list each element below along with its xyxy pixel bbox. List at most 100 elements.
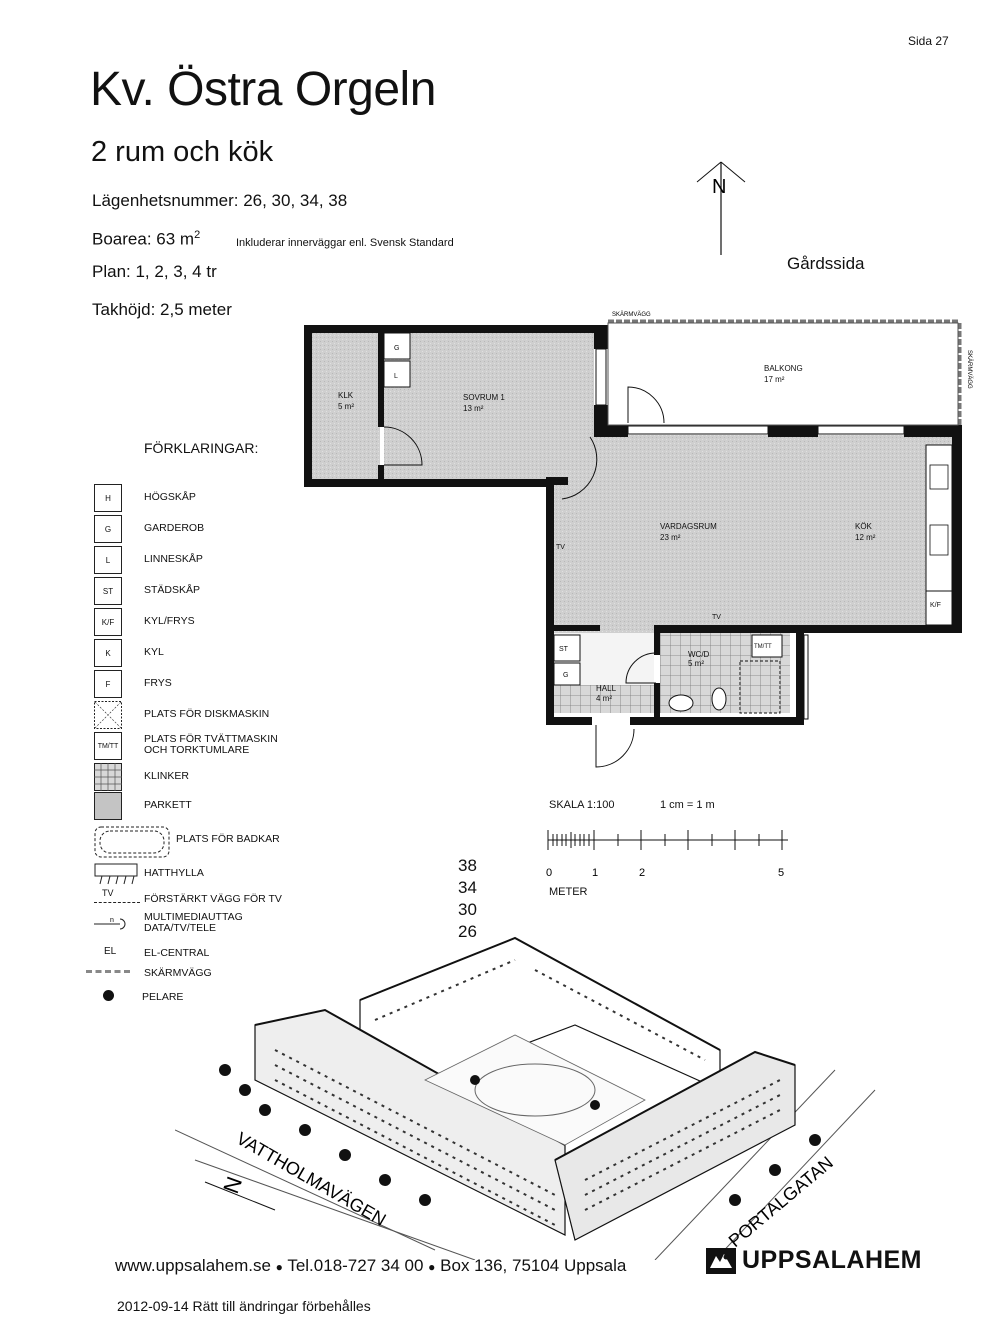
balcony-door xyxy=(627,386,665,424)
living-area: Boarea: 63 m2 xyxy=(92,229,200,250)
legend-label: MULTIMEDIAUTTAG DATA/TV/TELE xyxy=(144,912,243,934)
floor-number: 26 xyxy=(458,922,477,941)
logo-text: UPPSALAHEM xyxy=(742,1246,923,1274)
window-bedroom xyxy=(595,348,607,406)
legend-symbol: EL xyxy=(104,946,117,957)
street-label-east: PORTALGATAN xyxy=(725,1152,837,1251)
legend-item: PARKETT xyxy=(94,792,354,822)
legend-label: FRYS xyxy=(144,677,172,689)
tv-wall-symbol-icon xyxy=(94,902,140,903)
uppsalahem-lion-icon xyxy=(706,1247,736,1274)
street-edge xyxy=(194,1159,476,1260)
area-note: Inkluderar innerväggar enl. Svensk Stand… xyxy=(236,237,454,249)
legend-item: G GARDEROB xyxy=(94,515,354,545)
bathroom-label: WC/D xyxy=(688,650,710,659)
floor-number: 34 xyxy=(458,878,477,897)
wall-klk xyxy=(378,333,384,427)
phone-number: Tel.018-727 34 00 xyxy=(287,1256,424,1275)
separator-dot: ● xyxy=(428,1260,436,1274)
bathtub-symbol-icon xyxy=(94,826,170,858)
legend-label: HATTHYLLA xyxy=(144,867,204,879)
legend-item: TM/TT PLATS FÖR TVÄTTMASKIN OCH TORKTUML… xyxy=(94,732,354,762)
wall-living-north-a xyxy=(594,425,628,437)
living-area-value: Boarea: 63 m xyxy=(92,229,195,249)
bedroom-door xyxy=(561,436,598,500)
wall-west xyxy=(304,325,312,487)
floor-number: 38 xyxy=(458,856,477,875)
wall-bath-north xyxy=(654,625,804,633)
balcony xyxy=(607,322,959,426)
hall-label: HALL xyxy=(596,684,617,693)
klk-floor xyxy=(308,329,380,479)
legend-symbol: TM/TT xyxy=(94,732,122,760)
screen-wall-symbol-icon xyxy=(86,970,130,973)
apartment-type: 2 rum och kök xyxy=(91,136,274,168)
cleaning-cabinet-hall-code: ST xyxy=(559,646,569,653)
legend-item: n MULTIMEDIAUTTAG DATA/TV/TELE xyxy=(94,912,354,942)
scale-tick-2: 2 xyxy=(639,867,645,879)
floor-plan: SKÄRMVÄGG SKÄRMVÄGG BALKONG 17 m² KLK 5 … xyxy=(304,311,973,768)
legend-symbol: H xyxy=(94,484,122,512)
legend-item: F FRYS xyxy=(94,670,354,700)
scale-title: SKALA 1:100 xyxy=(549,799,615,811)
legend-label: HÖGSKÅP xyxy=(144,491,196,503)
wall-north-bedroom xyxy=(304,325,608,333)
north-label: N xyxy=(712,176,726,198)
legend-item: EL EL-CENTRAL xyxy=(94,940,354,970)
wardrobe-g-hall xyxy=(553,662,581,686)
legend-symbol: ST xyxy=(94,577,122,605)
klk-label: KLK xyxy=(338,391,354,400)
postal-address: Box 136, 75104 Uppsala xyxy=(440,1256,627,1275)
washer-dryer-code: TM/TT xyxy=(754,644,772,650)
tile-symbol-icon xyxy=(94,763,122,791)
balcony-label: BALKONG xyxy=(764,364,803,373)
page-title: Kv. Östra Orgeln xyxy=(90,63,436,116)
fridge-freezer xyxy=(925,590,953,626)
legend-label-line2: OCH TORKTUMLARE xyxy=(144,744,250,756)
legend-item: KLINKER xyxy=(94,763,354,793)
date-disclaimer: 2012-09-14 Rätt till ändringar förbehåll… xyxy=(117,1298,371,1314)
wall-kitchen-south xyxy=(800,625,962,633)
legend-label: PLATS FÖR TVÄTTMASKIN OCH TORKTUMLARE xyxy=(144,734,278,756)
hat-shelf-symbol-icon xyxy=(94,863,138,885)
pillar-symbol-icon xyxy=(103,990,114,1001)
legend-label: FÖRSTÄRKT VÄGG FÖR TV xyxy=(144,893,282,905)
wall-bath-south xyxy=(630,717,804,725)
fridge-freezer-code: K/F xyxy=(930,602,941,609)
wall-living-west-b xyxy=(554,477,568,485)
scale-tick-0: 0 xyxy=(546,867,552,879)
living-room-label: VARDAGSRUM xyxy=(660,522,717,531)
company-logo: UPPSALAHEM xyxy=(706,1246,922,1275)
legend-label: KYL xyxy=(144,646,164,658)
apartment-numbers: Lägenhetsnummer: 26, 30, 34, 38 xyxy=(92,191,348,210)
media-outlet-symbol-icon: n xyxy=(94,917,126,930)
legend-symbol: L xyxy=(94,546,122,574)
ceiling-height: Takhöjd: 2,5 meter xyxy=(92,300,232,319)
screen-wall-label-side: SKÄRMVÄGG xyxy=(966,350,973,389)
shaft xyxy=(803,634,809,720)
courtyard xyxy=(424,1034,646,1146)
wall-living-north-b xyxy=(904,425,960,437)
bedroom-label: SOVRUM 1 xyxy=(463,393,505,402)
wall-bath-west xyxy=(654,625,660,655)
website-link[interactable]: www.uppsalahem.se xyxy=(115,1256,271,1275)
bathroom-door xyxy=(625,652,657,684)
scale-unit: METER xyxy=(549,886,588,898)
wall-east xyxy=(952,425,962,633)
klk-area: 5 m² xyxy=(338,402,354,411)
legend-label: PARKETT xyxy=(144,799,192,811)
hall-area: 4 m² xyxy=(596,694,612,703)
legend-item: PLATS FÖR BADKAR xyxy=(94,826,354,858)
scale-tick-1: 1 xyxy=(592,867,598,879)
washer-dryer xyxy=(751,634,783,658)
floor-number: 30 xyxy=(458,900,477,919)
street-label-west: VATTHOLMAVÄGEN xyxy=(233,1128,389,1230)
bedroom-area: 13 m² xyxy=(463,404,484,413)
wall-hall-south xyxy=(546,717,592,725)
screen-wall-label-top: SKÄRMVÄGG xyxy=(612,311,651,318)
legend-label: STÄDSKÅP xyxy=(144,584,201,596)
svg-text:n: n xyxy=(110,917,114,924)
legend-label: SKÄRMVÄGG xyxy=(144,967,212,979)
klk-door xyxy=(383,426,423,466)
legend-label: PLATS FÖR DISKMASKIN xyxy=(144,708,270,720)
